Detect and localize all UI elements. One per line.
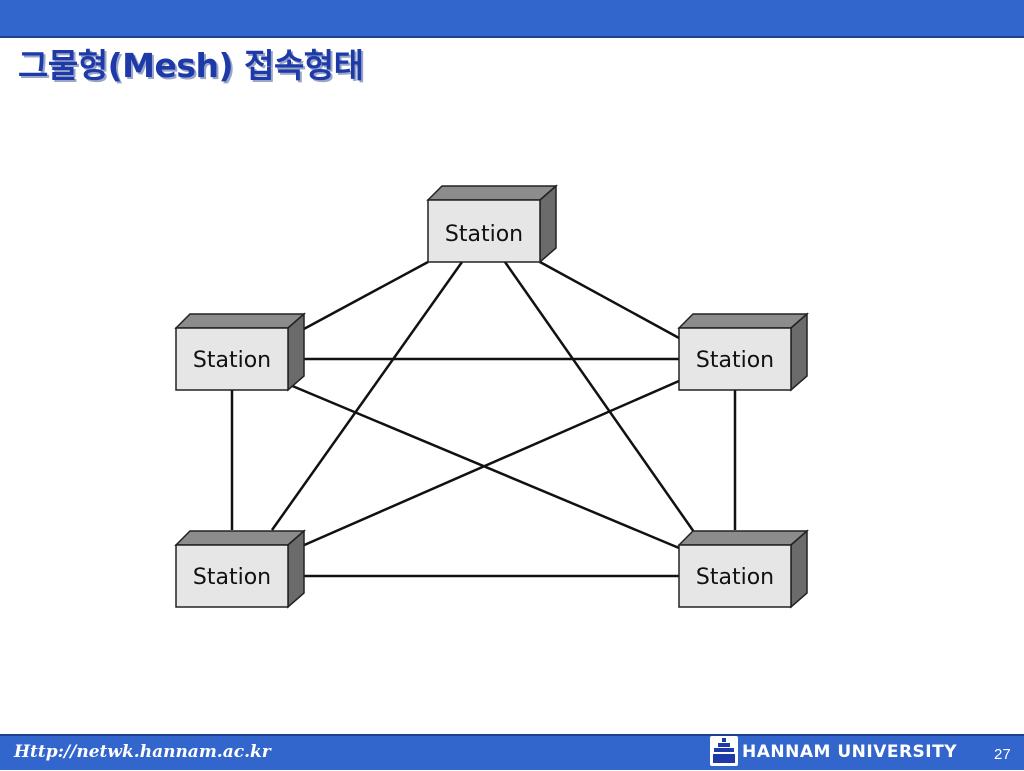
station-label: Station xyxy=(193,348,271,373)
link-top-middle-left xyxy=(301,260,429,332)
station-bottom-left: Station xyxy=(174,529,306,609)
station-middle-right: Station xyxy=(677,312,809,392)
station-label: Station xyxy=(193,565,271,590)
station-label: Station xyxy=(696,565,774,590)
link-top-middle-right xyxy=(539,260,680,340)
header-bar xyxy=(0,0,1024,38)
station-top: Station xyxy=(426,184,558,264)
station-label: Station xyxy=(696,348,774,373)
page-number: 27 xyxy=(994,746,1011,763)
link-middle-right-bottom-left xyxy=(301,379,680,548)
university-name: HANNAM UNIVERSITY xyxy=(742,742,958,762)
station-middle-left: Station xyxy=(174,312,306,392)
footer-url-link[interactable]: Http://netwk.hannam.ac.kr xyxy=(14,742,271,762)
slide-title: 그물형(Mesh) 접속형태 xyxy=(18,46,364,85)
university-logo-icon xyxy=(710,736,738,766)
station-label: Station xyxy=(445,222,523,247)
link-top-bottom-left xyxy=(270,261,464,531)
link-top-bottom-right xyxy=(503,261,696,533)
station-bottom-right: Station xyxy=(677,529,809,609)
footer-bar xyxy=(0,734,1024,770)
